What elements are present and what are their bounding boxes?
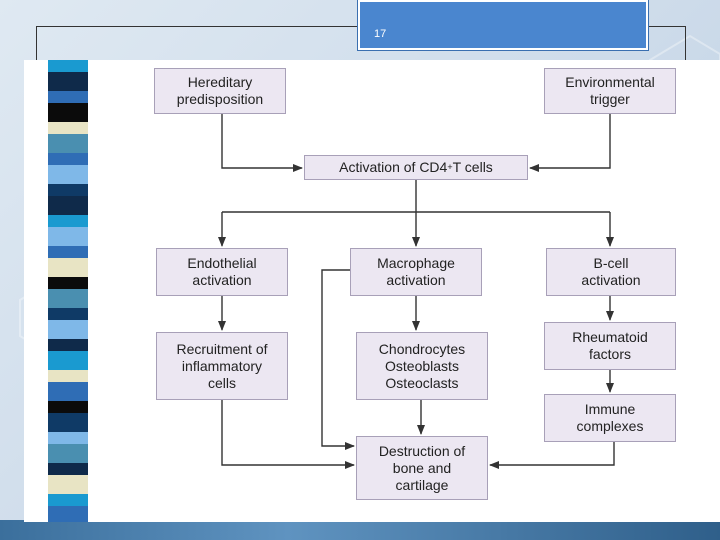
bottom-band <box>0 520 720 540</box>
stripe-segment <box>48 103 88 122</box>
arrow-immune-to-destruction <box>489 442 615 469</box>
stripe-segment <box>48 165 88 184</box>
stripe-segment <box>48 351 88 370</box>
slide-number-box: 17 <box>357 0 649 51</box>
stripe-segment <box>48 506 88 522</box>
activation-superscript: + <box>447 162 453 172</box>
arrow-recruitment-to-destruction <box>221 400 355 469</box>
node-endothelial: Endothelial activation <box>156 248 288 296</box>
stripe-segment <box>48 432 88 444</box>
stripe-segment <box>48 320 88 339</box>
stripe-segment <box>48 475 88 494</box>
node-hereditary: Hereditary predisposition <box>154 68 286 114</box>
stripe-segment <box>48 246 88 258</box>
flowchart-connectors <box>218 114 615 469</box>
activation-suffix: T cells <box>452 159 493 175</box>
stripe-segment <box>48 289 88 308</box>
stripe-segment <box>48 308 88 320</box>
activation-prefix: Activation of CD4 <box>339 159 448 175</box>
stripe-segment <box>48 153 88 165</box>
node-rheumatoid: Rheumatoid factors <box>544 322 676 370</box>
arrow-macrophage-bypass-to-destruction <box>321 269 355 450</box>
stripe-bar <box>48 60 88 522</box>
stripe-segment <box>48 339 88 351</box>
stripe-segment <box>48 215 88 227</box>
stripe-segment <box>48 196 88 215</box>
arrow-hereditary-to-activation <box>221 114 303 172</box>
node-immune: Immune complexes <box>544 394 676 442</box>
stripe-segment <box>48 91 88 103</box>
stripe-segment <box>48 463 88 475</box>
node-environmental: Environmental trigger <box>544 68 676 114</box>
stripe-segment <box>48 444 88 463</box>
node-chondrocytes: Chondrocytes Osteoblasts Osteoclasts <box>356 332 488 400</box>
node-bcell: B-cell activation <box>546 248 676 296</box>
node-destruction: Destruction of bone and cartilage <box>356 436 488 500</box>
flowchart: Hereditary predisposition Environmental … <box>24 60 720 522</box>
stripe-segment <box>48 227 88 246</box>
stripe-segment <box>48 277 88 289</box>
node-activation-cd4: Activation of CD4+ T cells <box>304 155 528 180</box>
stripe-segment <box>48 184 88 196</box>
node-recruitment: Recruitment of inflammatory cells <box>156 332 288 400</box>
slide-number: 17 <box>374 28 387 40</box>
stripe-segment <box>48 258 88 277</box>
stripe-segment <box>48 60 88 72</box>
stripe-segment <box>48 401 88 413</box>
stripe-segment <box>48 413 88 432</box>
stripe-segment <box>48 72 88 91</box>
arrow-environmental-to-activation <box>529 114 611 172</box>
stripe-segment <box>48 134 88 153</box>
node-macrophage: Macrophage activation <box>350 248 482 296</box>
stripe-segment <box>48 122 88 134</box>
stripe-segment <box>48 382 88 401</box>
stripe-segment <box>48 370 88 382</box>
stripe-segment <box>48 494 88 506</box>
